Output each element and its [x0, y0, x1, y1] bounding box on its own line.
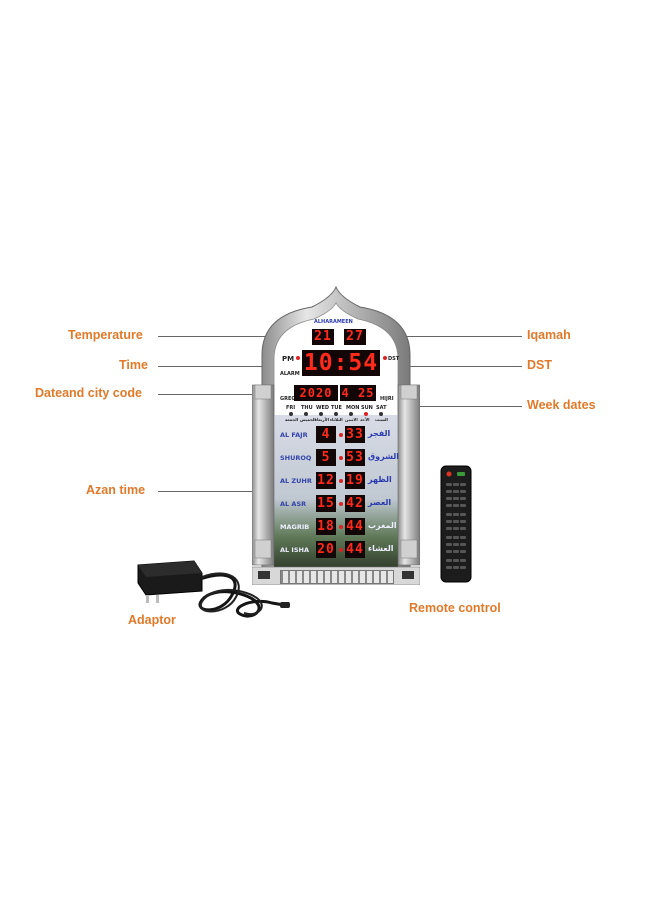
- remote-control-icon: [440, 465, 472, 583]
- weekday-row: FRI THU WED TUE MON SUN SAT الجمعة الخمي…: [285, 405, 388, 423]
- prayer-hour: 15: [316, 495, 336, 512]
- prayer-led: [339, 433, 343, 437]
- weekday-label: SAT: [376, 405, 387, 411]
- prayer-row-shuroq: SHUROQ 5 53 الشروق: [276, 448, 399, 468]
- date-year-display: 2020: [294, 385, 338, 401]
- prayer-name-en: AL ASR: [280, 500, 307, 508]
- time-label: Time: [119, 358, 148, 372]
- prayer-name-ar: الفجر: [368, 429, 391, 438]
- prayer-name-en: MAGRIB: [280, 523, 310, 531]
- iqamah-display: 27: [344, 329, 366, 345]
- brand-logo-text: ALHARAMEEN: [314, 319, 353, 325]
- prayer-name-en: AL FAJR: [280, 431, 308, 439]
- pm-led: [296, 356, 300, 360]
- prayer-led: [339, 456, 343, 460]
- prayer-minute: 19: [345, 472, 365, 489]
- prayer-hour: 18: [316, 518, 336, 535]
- prayer-name-ar: الشروق: [368, 452, 399, 461]
- weekday-arabic-label: الثلاثاء: [330, 417, 343, 422]
- prayer-name-ar: الظهر: [368, 475, 392, 484]
- prayer-row-fajr: AL FAJR 4 33 الفجر: [276, 425, 396, 445]
- weekday-label: FRI: [286, 405, 296, 411]
- prayer-row-zuhr: AL ZUHR 12 19 الظهر: [276, 471, 396, 491]
- prayer-name-en: SHUROQ: [280, 454, 312, 462]
- temperature-leader-line: [158, 336, 320, 337]
- prayer-minute: 53: [345, 449, 365, 466]
- prayer-hour: 20: [316, 541, 336, 558]
- weekday-arabic-label: الأربعاء: [315, 417, 329, 422]
- remote-control-label: Remote control: [409, 601, 501, 615]
- power-adaptor: [132, 555, 292, 627]
- iqamah-leader-line: [360, 336, 522, 337]
- pm-indicator: PM: [282, 355, 295, 363]
- date-month-day-display: 4 25: [340, 385, 376, 401]
- prayer-row-isha: AL ISHA 20 44 العشاء: [276, 540, 396, 560]
- weekday-led: [379, 412, 383, 416]
- weekday-label: SUN: [361, 405, 373, 411]
- prayer-name-en: AL ZUHR: [280, 477, 312, 485]
- dst-led: [383, 356, 387, 360]
- weekday-led: [349, 412, 353, 416]
- prayer-led: [339, 525, 343, 529]
- weekday-label: THU: [301, 405, 313, 411]
- dst-indicator: DST: [388, 356, 400, 362]
- weekday-led: [364, 412, 368, 416]
- weekday-led: [319, 412, 323, 416]
- prayer-hour: 5: [316, 449, 336, 466]
- clock-frame: [252, 285, 420, 585]
- prayer-row-magrib: MAGRIB 18 44 المغرب: [276, 517, 397, 537]
- prayer-row-asr: AL ASR 15 42 العصر: [276, 494, 396, 514]
- prayer-led: [339, 548, 343, 552]
- time-display: 10:54: [302, 350, 380, 376]
- iqamah-label: Iqamah: [527, 328, 571, 342]
- weekday-label: MON: [346, 405, 360, 411]
- prayer-name-ar: المغرب: [368, 521, 397, 530]
- date-city-label: Dateand city code: [35, 386, 142, 400]
- prayer-minute: 44: [345, 518, 365, 535]
- azan-clock: ALHARAMEEN 21 27 PM ALARM 10:54 DST GREG…: [252, 285, 420, 585]
- prayer-hour: 12: [316, 472, 336, 489]
- weekday-arabic-label: الخميس: [300, 417, 316, 422]
- prayer-name-ar: العشاء: [368, 544, 394, 553]
- date-city-leader-line: [158, 394, 294, 395]
- temperature-display: 21: [312, 329, 334, 345]
- week-dates-label: Week dates: [527, 398, 596, 412]
- prayer-name-en: AL ISHA: [280, 546, 310, 554]
- prayer-minute: 42: [345, 495, 365, 512]
- weekday-led: [289, 412, 293, 416]
- prayer-minute: 44: [345, 541, 365, 558]
- weekday-arabic-label: الاثنين: [345, 417, 358, 422]
- prayer-minute: 33: [345, 426, 365, 443]
- adaptor-label: Adaptor: [128, 613, 176, 627]
- remote-control: [440, 465, 472, 583]
- weekday-arabic-label: الجمعة: [285, 417, 299, 422]
- azan-time-label: Azan time: [86, 483, 146, 497]
- azan-leader-line: [158, 491, 318, 492]
- temperature-label: Temperature: [68, 328, 143, 342]
- weekday-led: [304, 412, 308, 416]
- weekday-arabic-label: الأحد: [360, 417, 370, 422]
- week-dates-leader-line: [372, 406, 522, 407]
- base-button-strip: [280, 570, 394, 584]
- greg-indicator: GREG: [280, 396, 296, 402]
- prayer-led: [339, 502, 343, 506]
- prayer-hour: 4: [316, 426, 336, 443]
- weekday-arabic-label: السبت: [375, 417, 388, 422]
- prayer-led: [339, 479, 343, 483]
- time-leader-line: [158, 366, 304, 367]
- weekday-led: [334, 412, 338, 416]
- alarm-indicator: ALARM: [280, 371, 300, 377]
- power-adaptor-icon: [137, 560, 290, 618]
- prayer-name-ar: العصر: [368, 498, 392, 507]
- weekday-label: WED: [316, 405, 330, 411]
- hijri-indicator: HIJRI: [380, 396, 394, 402]
- weekday-label: TUE: [331, 405, 342, 411]
- dst-leader-line: [392, 366, 522, 367]
- dst-label: DST: [527, 358, 552, 372]
